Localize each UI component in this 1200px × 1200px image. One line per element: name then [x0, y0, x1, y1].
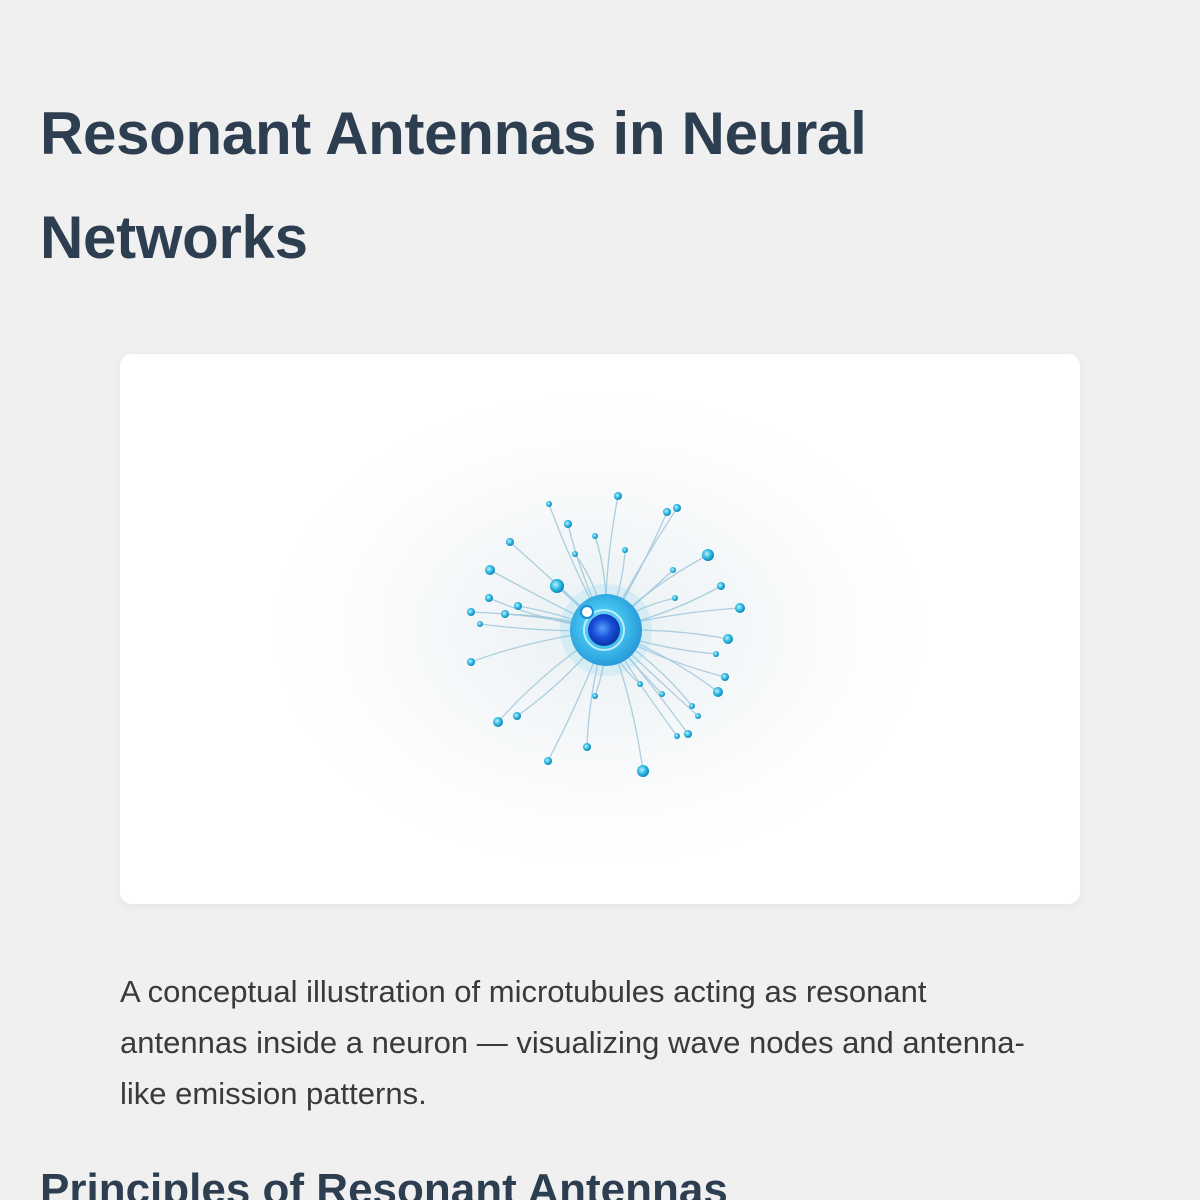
wave-node	[713, 651, 719, 657]
figure-caption: A conceptual illustration of microtubule…	[120, 974, 1025, 1111]
wave-node	[672, 595, 678, 601]
wave-node	[592, 693, 598, 699]
wave-node	[544, 757, 552, 765]
wave-node	[670, 567, 676, 573]
wave-node	[572, 551, 578, 557]
wave-node	[674, 733, 680, 739]
wave-node	[735, 603, 745, 613]
wave-node	[550, 579, 564, 593]
wave-node	[506, 538, 514, 546]
wave-node	[546, 501, 552, 507]
wave-node	[723, 634, 733, 644]
wave-node	[689, 703, 695, 709]
wave-node	[583, 743, 591, 751]
neuron-nucleus	[588, 614, 620, 646]
wave-node	[684, 730, 692, 738]
wave-node	[637, 765, 649, 777]
wave-node	[713, 687, 723, 697]
wave-node	[614, 492, 622, 500]
neuron-illustration-icon	[120, 354, 1080, 904]
section-heading: Principles of Resonant Antennas	[40, 1165, 728, 1200]
wave-node	[467, 608, 475, 616]
wave-node	[477, 621, 483, 627]
wave-node	[513, 712, 521, 720]
wave-node	[485, 594, 493, 602]
wave-node	[501, 610, 509, 618]
wave-node	[493, 717, 503, 727]
wave-node	[663, 508, 671, 516]
wave-node	[514, 602, 522, 610]
wave-node	[695, 713, 701, 719]
wave-node	[485, 565, 495, 575]
figure-card	[120, 354, 1080, 904]
wave-node	[637, 681, 643, 687]
wave-node	[673, 504, 681, 512]
wave-node	[717, 582, 725, 590]
wave-nodes	[467, 492, 745, 777]
wave-node	[702, 549, 714, 561]
page-title: Resonant Antennas in Neural Networks	[40, 100, 867, 271]
wave-node	[721, 673, 729, 681]
wave-node	[564, 520, 572, 528]
wave-node	[622, 547, 628, 553]
wave-node	[592, 533, 598, 539]
wave-node	[659, 691, 665, 697]
wave-node	[467, 658, 475, 666]
